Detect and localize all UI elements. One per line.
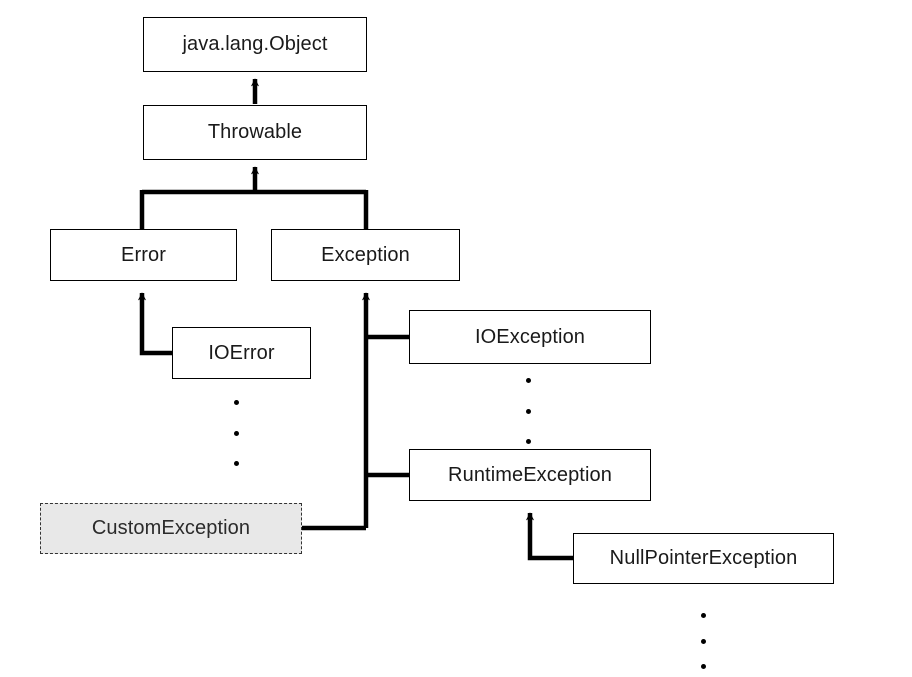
- ellipsis-dot: [525, 408, 531, 414]
- edge-nullpointerexception-to-runtimeexception: [525, 512, 573, 561]
- node-runtimeexception[interactable]: RuntimeException: [409, 449, 651, 501]
- node-label-ioexception: IOException: [474, 325, 586, 348]
- node-label-exception: Exception: [321, 243, 410, 266]
- node-ioexception[interactable]: IOException: [409, 310, 651, 364]
- node-label-nullpointerexception: NullPointerException: [609, 547, 798, 569]
- ellipsis-dot: [233, 430, 239, 436]
- node-label-throwable: Throwable: [207, 121, 303, 143]
- ellipsis-dot: [700, 613, 706, 618]
- node-throwable[interactable]: Throwable: [143, 105, 367, 160]
- ellipsis-under-nullpointerexception: [700, 613, 706, 669]
- ellipsis-dot: [700, 664, 706, 669]
- node-label-customexception: CustomException: [91, 517, 251, 539]
- node-ioerror[interactable]: IOError: [172, 327, 311, 379]
- ellipsis-dot: [233, 461, 239, 466]
- ellipsis-between-ioexception-and-runtimeexception: [525, 378, 531, 444]
- node-exception[interactable]: Exception: [271, 229, 460, 281]
- ellipsis-dot: [700, 638, 706, 644]
- edge-ioerror-to-error: [137, 292, 172, 356]
- ellipsis-dot: [525, 439, 531, 444]
- node-customexception[interactable]: CustomException: [40, 503, 302, 554]
- node-error[interactable]: Error: [50, 229, 237, 281]
- ellipsis-dot: [525, 378, 531, 383]
- node-label-runtimeexception: RuntimeException: [448, 463, 612, 486]
- node-label-java-lang-object: java.lang.Object: [182, 33, 328, 55]
- node-nullpointerexception[interactable]: NullPointerException: [573, 533, 834, 584]
- node-java-lang-object[interactable]: java.lang.Object: [143, 17, 367, 72]
- ellipsis-under-ioerror: [233, 400, 239, 466]
- node-label-error: Error: [121, 243, 166, 266]
- node-label-ioerror: IOError: [208, 341, 275, 364]
- ellipsis-dot: [233, 400, 239, 405]
